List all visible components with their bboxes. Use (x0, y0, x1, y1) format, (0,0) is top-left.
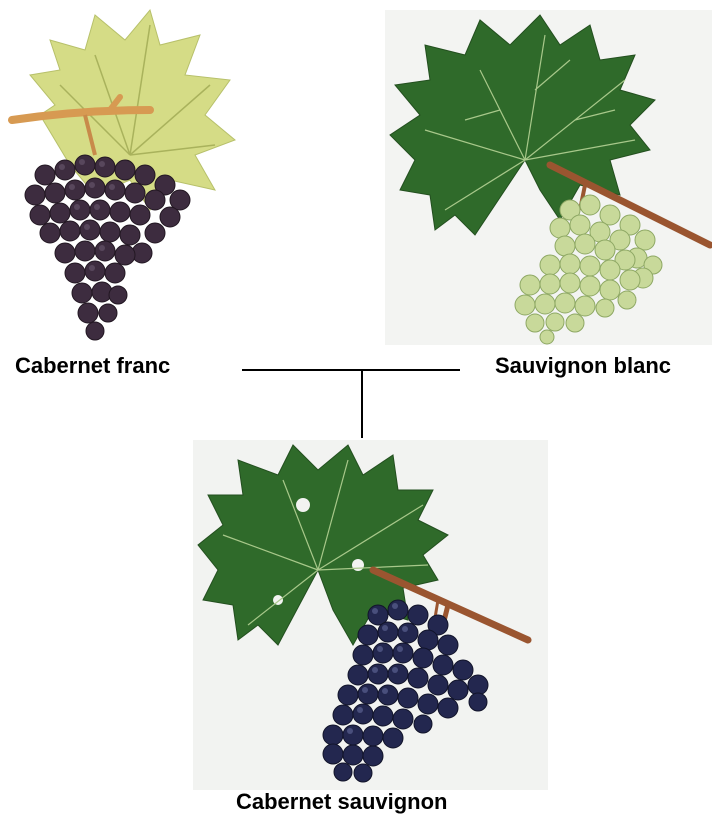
cabernet-franc-grape-icon (0, 5, 250, 350)
parent-label-sauvignon-blanc: Sauvignon blanc (495, 355, 671, 377)
parent-connector-horizontal (242, 369, 460, 371)
sauvignon-blanc-grape-illustration (385, 10, 712, 345)
offspring-label-cabernet-sauvignon: Cabernet sauvignon (236, 791, 447, 813)
offspring-connector-vertical (361, 370, 363, 438)
sauvignon-blanc-grape-icon (385, 10, 712, 345)
parent-label-cabernet-franc: Cabernet franc (15, 355, 170, 377)
cabernet-franc-grape-illustration (0, 5, 250, 350)
cabernet-sauvignon-grape-illustration (193, 440, 548, 790)
cabernet-sauvignon-grape-icon (193, 440, 548, 790)
